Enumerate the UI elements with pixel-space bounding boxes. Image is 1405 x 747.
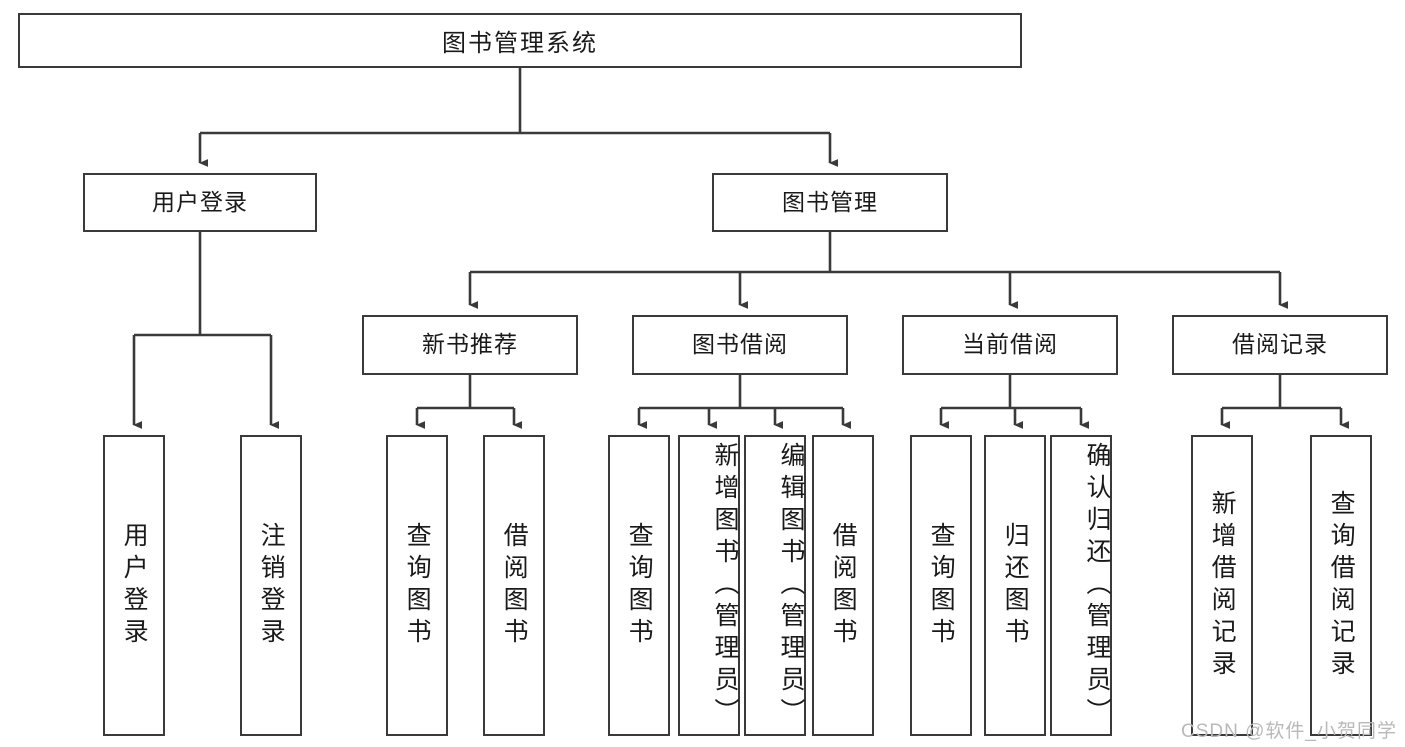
leaf-query-book-bb[interactable]: 查询图书 [608, 435, 670, 736]
leaf-confirm-return-admin[interactable]: 确认归还（管理员） [1050, 435, 1112, 736]
leaf-query-book-bb-label: 查询图书 [625, 521, 654, 650]
leaf-query-book-cb-label: 查询图书 [927, 521, 956, 650]
node-book-borrow-label: 图书借阅 [692, 331, 788, 358]
leaf-query-book-nbr-label: 查询图书 [403, 521, 432, 650]
node-root-label: 图书管理系统 [442, 30, 598, 57]
node-current-borrow-label: 当前借阅 [962, 331, 1058, 358]
node-book-management-label: 图书管理 [782, 188, 878, 215]
watermark-text: CSDN @软件_小贺同学 [1181, 721, 1397, 742]
leaf-borrow-book-nbr-label: 借阅图书 [500, 521, 529, 650]
node-new-book-recommend-label: 新书推荐 [422, 331, 518, 358]
leaf-borrow-book-bb[interactable]: 借阅图书 [812, 435, 874, 736]
node-borrow-record-label: 借阅记录 [1232, 331, 1328, 358]
leaf-add-book-admin-label: 新增图书（管理员） [711, 441, 739, 730]
leaf-borrow-book-nbr[interactable]: 借阅图书 [483, 435, 545, 736]
leaf-edit-book-admin[interactable]: 编辑图书（管理员） [744, 435, 806, 736]
leaf-query-book-nbr[interactable]: 查询图书 [386, 435, 448, 736]
leaf-confirm-return-admin-label: 确认归还（管理员） [1083, 441, 1111, 730]
node-book-management[interactable]: 图书管理 [712, 173, 948, 232]
leaf-return-book-label: 归还图书 [1001, 521, 1030, 650]
node-user-login-label: 用户登录 [152, 188, 248, 215]
leaf-user-login-label: 用户登录 [120, 521, 149, 650]
leaf-user-logout[interactable]: 注销登录 [240, 435, 302, 736]
leaf-add-borrow-record-label: 新增借阅记录 [1208, 489, 1237, 682]
node-current-borrow[interactable]: 当前借阅 [902, 315, 1118, 375]
leaf-edit-book-admin-label: 编辑图书（管理员） [777, 441, 805, 730]
leaf-add-borrow-record[interactable]: 新增借阅记录 [1191, 435, 1253, 736]
leaf-user-login[interactable]: 用户登录 [103, 435, 165, 736]
node-borrow-record[interactable]: 借阅记录 [1172, 315, 1388, 375]
leaf-return-book[interactable]: 归还图书 [984, 435, 1046, 736]
node-book-borrow[interactable]: 图书借阅 [632, 315, 848, 375]
leaf-query-book-cb[interactable]: 查询图书 [910, 435, 972, 736]
leaf-query-borrow-record-label: 查询借阅记录 [1327, 489, 1356, 682]
leaf-user-logout-label: 注销登录 [257, 521, 286, 650]
node-new-book-recommend[interactable]: 新书推荐 [362, 315, 578, 375]
leaf-borrow-book-bb-label: 借阅图书 [829, 521, 858, 650]
leaf-query-borrow-record[interactable]: 查询借阅记录 [1310, 435, 1372, 736]
node-root-system[interactable]: 图书管理系统 [18, 13, 1022, 68]
leaf-add-book-admin[interactable]: 新增图书（管理员） [678, 435, 740, 736]
node-user-login[interactable]: 用户登录 [83, 173, 317, 232]
